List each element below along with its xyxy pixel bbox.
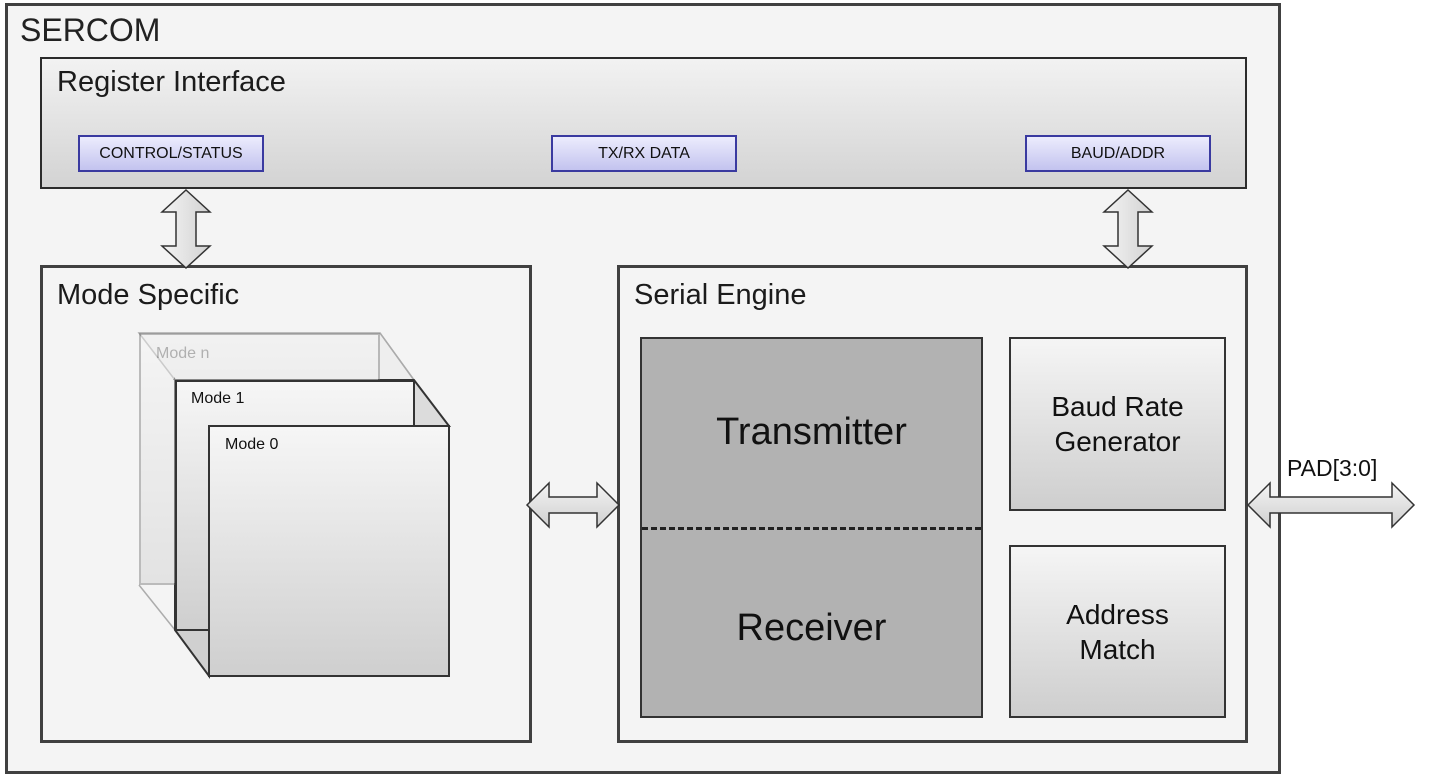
tx-rx-data-register: TX/RX DATA [551, 135, 737, 172]
mode-1-label: Mode 1 [191, 390, 245, 407]
address-match-line-1: Address [1066, 598, 1169, 630]
baud-rate-generator-line-2: Generator [1054, 426, 1181, 457]
address-match-line-2: Match [1079, 633, 1156, 665]
mode-n-label: Mode n [156, 345, 210, 362]
tx-rx-data-label: TX/RX DATA [598, 144, 690, 162]
tx-rx-divider [642, 527, 981, 530]
register-mode-arrow [160, 188, 212, 270]
pad-label: PAD[3:0] [1287, 455, 1378, 481]
transmitter-receiver-block: Transmitter Receiver [640, 337, 983, 718]
mode-specific-title: Mode Specific [57, 279, 240, 311]
register-interface-title: Register Interface [57, 66, 286, 98]
serial-engine-title: Serial Engine [634, 279, 807, 311]
sercom-title: SERCOM [20, 12, 161, 48]
baud-rate-generator-line-1: Baud Rate [1051, 391, 1184, 422]
baud-addr-register: BAUD/ADDR [1025, 135, 1211, 172]
address-match-block: Address Match [1009, 545, 1226, 718]
baud-addr-label: BAUD/ADDR [1070, 144, 1166, 162]
mode-0-label: Mode 0 [225, 436, 279, 453]
register-engine-arrow [1102, 188, 1154, 270]
pad-arrow [1246, 481, 1416, 529]
control-status-register: CONTROL/STATUS [78, 135, 264, 172]
transmitter-label: Transmitter [716, 411, 907, 453]
baud-rate-generator-block: Baud Rate Generator [1009, 337, 1226, 511]
mode-engine-arrow [525, 481, 621, 529]
control-status-label: CONTROL/STATUS [99, 144, 243, 162]
mode-0-card: Mode 0 [208, 425, 450, 677]
receiver-label: Receiver [736, 607, 887, 649]
